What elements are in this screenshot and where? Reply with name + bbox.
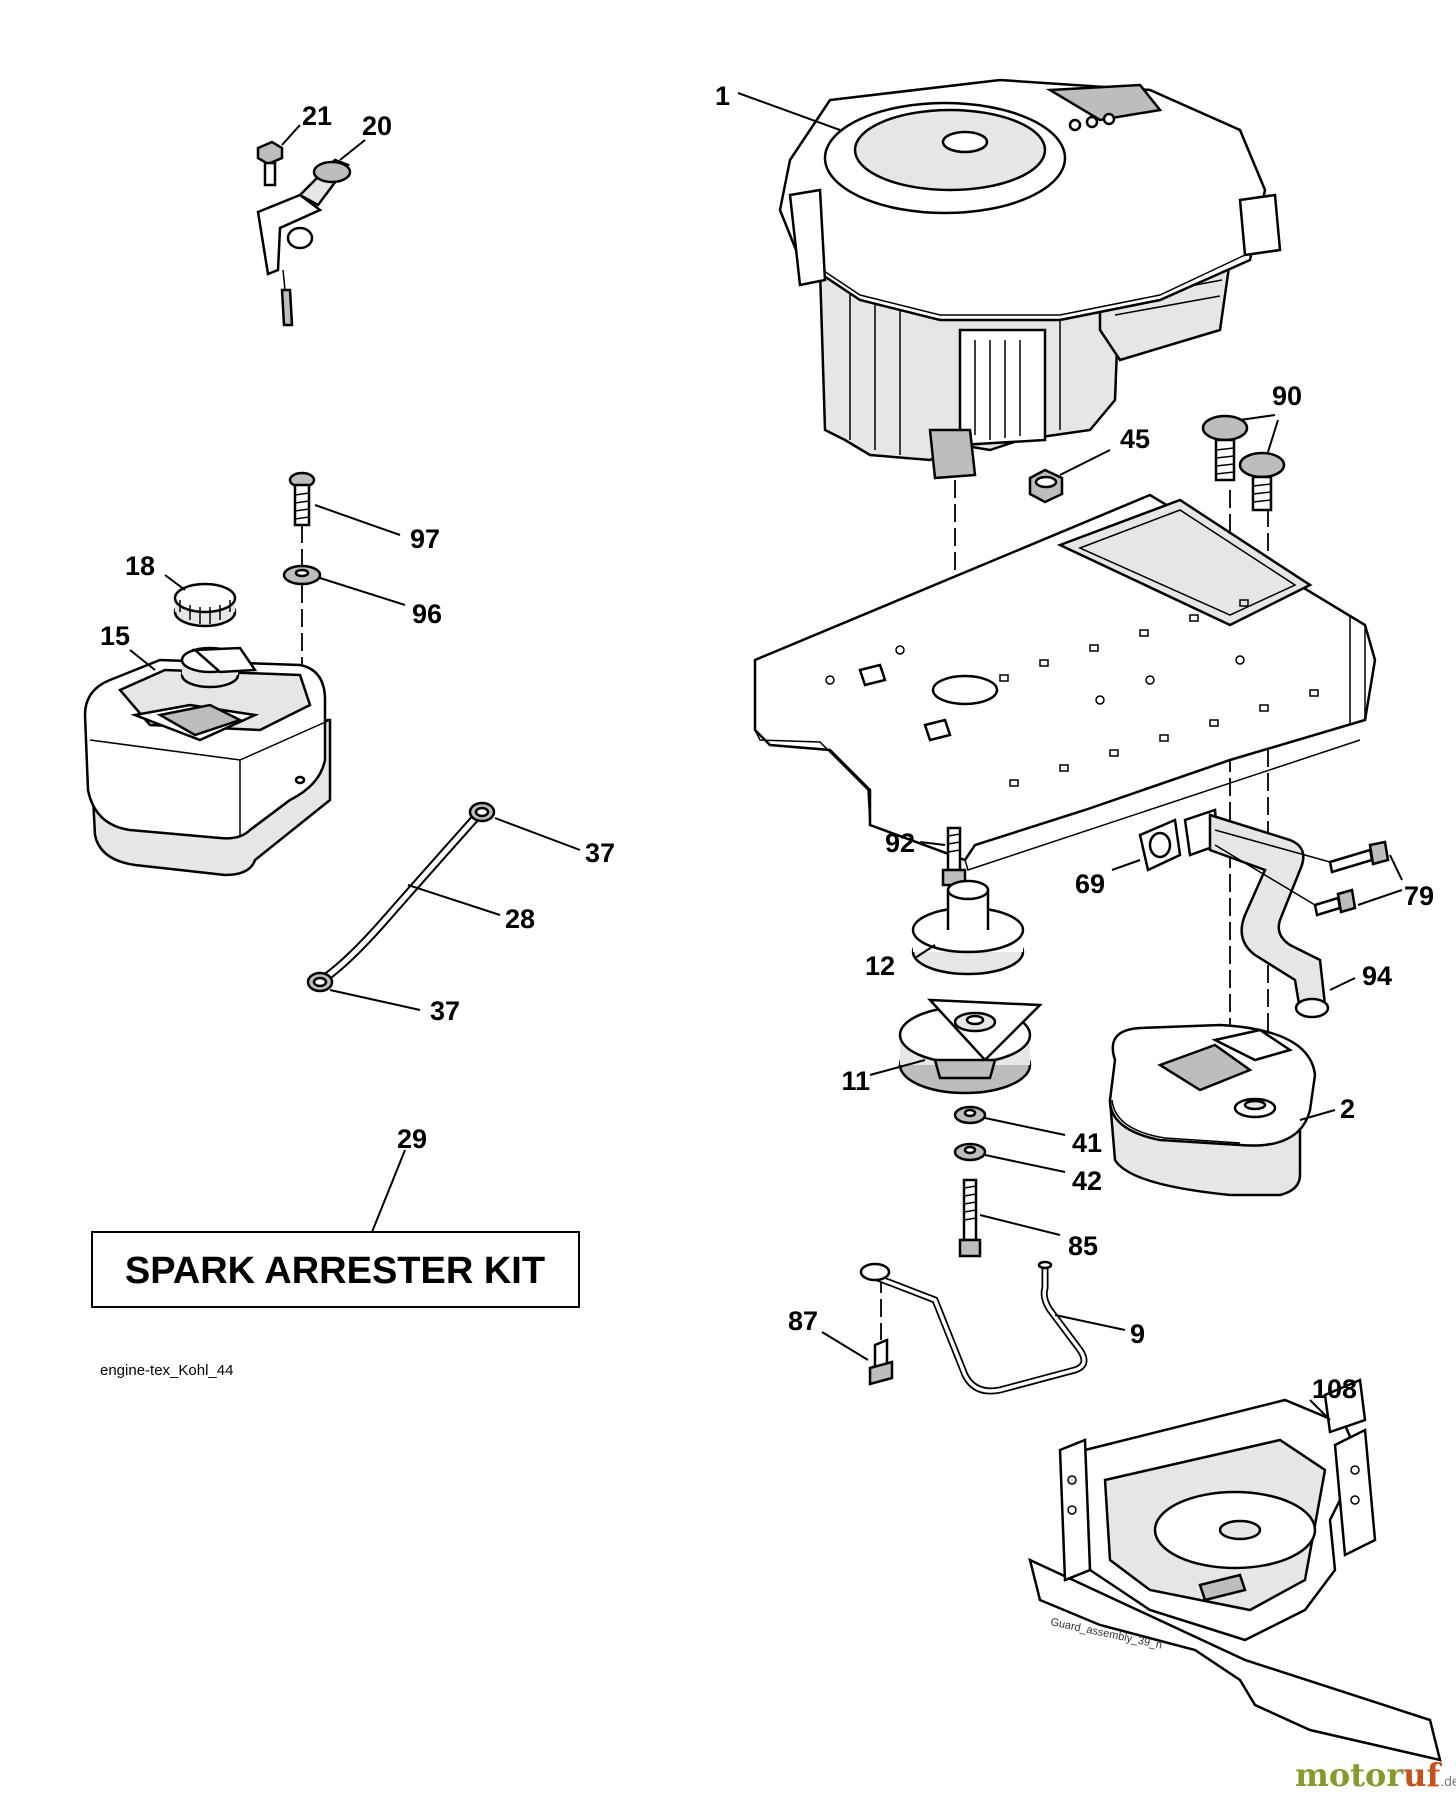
callout-15: 15: [100, 621, 130, 651]
callout-90: 87: [788, 1306, 818, 1336]
fuel-cap-18: [173, 582, 237, 628]
gasket-69: [1138, 818, 1182, 872]
callout-21: 21: [302, 101, 332, 131]
callout-97: 97: [410, 524, 440, 554]
clutch-11: [898, 998, 1043, 1095]
hose-clamp-37-b: [306, 971, 334, 993]
screw-79-a: [1328, 840, 1390, 874]
bolt-87-b: [1238, 451, 1286, 512]
callout-29: 29: [397, 1124, 427, 1154]
callout-92: 92: [885, 828, 915, 858]
callout-108: 108: [1312, 1374, 1357, 1404]
fuel-hose-28: [320, 810, 483, 983]
watermark-logo: motoruf.de: [1295, 1756, 1456, 1794]
callout-42: 42: [1072, 1166, 1102, 1196]
callout-11: 11: [841, 1066, 870, 1096]
watermark-part1: motor: [1295, 1756, 1404, 1794]
shield-108: Guard_assembly_39_n: [1028, 1378, 1442, 1762]
chassis-plate: [753, 493, 1377, 871]
watermark-part2: uf: [1403, 1756, 1442, 1794]
callout-28: 28: [505, 904, 535, 934]
pulley-12: [911, 879, 1025, 976]
bolt-97: [288, 471, 316, 527]
muffler-2: [1108, 1023, 1317, 1197]
callout-69: 69: [1075, 869, 1105, 899]
washer-42: [953, 1142, 987, 1162]
spark-arrester-kit-box: [91, 1231, 580, 1308]
callout-79: 79: [1404, 881, 1434, 911]
callout-87: 90: [1272, 381, 1302, 411]
screw-21: [256, 140, 284, 187]
nut-45: [1028, 468, 1064, 504]
bolt-85: [958, 1178, 982, 1258]
screw-79-b: [1313, 888, 1357, 917]
callout-1: 1: [715, 81, 730, 111]
callout-37-bottom: 37: [430, 996, 460, 1026]
rod-9: [859, 1260, 1088, 1395]
fuel-tank-15: [83, 646, 332, 877]
washer-96: [282, 564, 322, 586]
watermark-suffix: .de: [1440, 1773, 1456, 1789]
callout-41: 41: [1072, 1128, 1102, 1158]
callout-37-top: 37: [585, 838, 615, 868]
bolt-90: [868, 1338, 894, 1386]
callout-20: 20: [362, 111, 392, 141]
leader-1: [737, 92, 841, 131]
hose-clamp-37-a: [468, 801, 496, 823]
engine-part: [778, 78, 1282, 480]
bolt-87-a: [1201, 414, 1249, 482]
diagram-reference: engine-tex_Kohl_44: [100, 1362, 233, 1379]
callout-94: 94: [1362, 961, 1392, 991]
callout-96: 96: [412, 599, 442, 629]
svg-text:motoruf.de: motoruf.de: [1295, 1756, 1456, 1794]
callout-45: 45: [1120, 424, 1150, 454]
callout-85: 85: [1068, 1231, 1098, 1261]
washer-41: [953, 1105, 987, 1125]
leader-29: [371, 1149, 406, 1233]
callout-18: 18: [125, 551, 155, 581]
callout-2: 2: [1340, 1094, 1355, 1124]
throttle-control-20: [256, 158, 352, 327]
callout-9: 9: [1130, 1319, 1145, 1349]
callout-12: 12: [865, 951, 895, 981]
spark-arrester-kit-label: SPARK ARRESTER KIT: [125, 1250, 545, 1292]
